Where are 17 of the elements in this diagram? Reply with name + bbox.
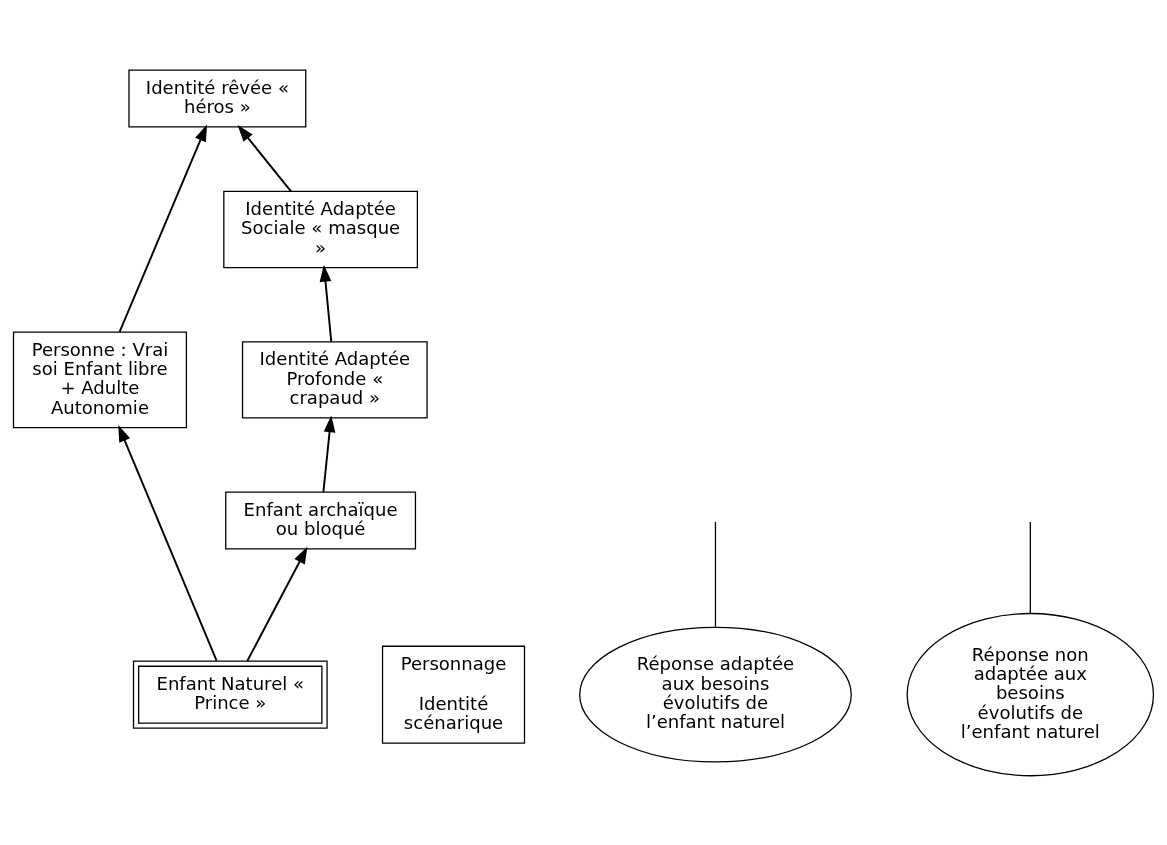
arrow [246,546,308,662]
node-box: Personne : Vrai soi Enfant libre + Adulte Autonomie [12,330,188,428]
arrow [237,124,292,192]
arrow [322,414,336,493]
node-box: Identité rêvée « héros » [128,69,307,128]
connector [714,520,717,628]
arrow [118,424,218,661]
node-ellipse: Réponse adaptée aux besoins évolutifs de l’enfant naturel [579,626,852,763]
node-box: Personnage Identité scénarique [381,645,526,744]
node-box: Enfant archaïque ou bloqué [225,490,417,550]
connector [1029,520,1031,614]
node-box: Enfant Naturel « Prince » [132,659,328,729]
node-ellipse: Réponse non adaptée aux besoins évolutifs de l’enfant naturel [906,612,1155,776]
node-box: Identité Adaptée Sociale « masque » [223,190,419,268]
arrow [319,264,333,343]
arrow [118,123,207,333]
node-box: Identité Adaptée Profonde « crapaud » [241,340,428,419]
